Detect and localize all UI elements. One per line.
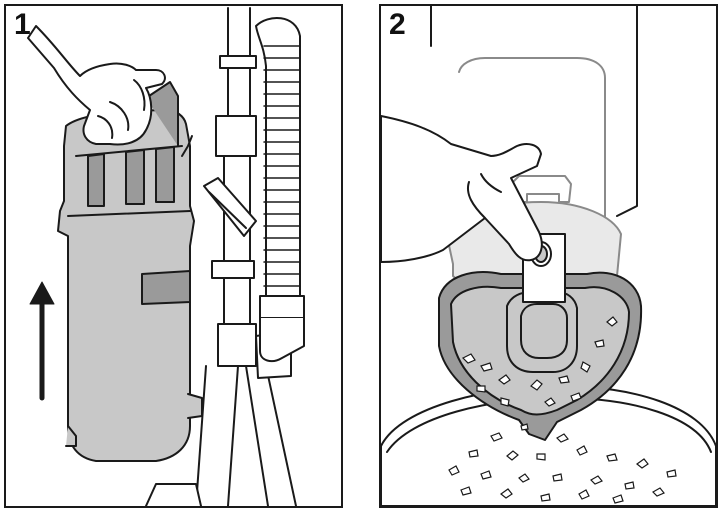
crevice-tool	[203, 177, 257, 237]
step-1-illustration	[27, 7, 305, 506]
debris	[448, 316, 677, 504]
step-2-panel: 2	[379, 4, 718, 508]
flexible-hose	[255, 16, 305, 363]
lift-up-arrow-icon	[29, 281, 55, 401]
hand	[27, 25, 166, 146]
step-2-number: 2	[389, 8, 406, 41]
step-1-number: 1	[14, 8, 31, 41]
hand	[381, 115, 543, 263]
dust-canister	[57, 109, 203, 462]
dirt-cup	[438, 271, 643, 441]
step-1-panel: 1	[4, 4, 343, 508]
step-2-illustration	[381, 6, 716, 506]
canister-handle	[145, 81, 179, 147]
canister-body-top	[430, 6, 638, 247]
